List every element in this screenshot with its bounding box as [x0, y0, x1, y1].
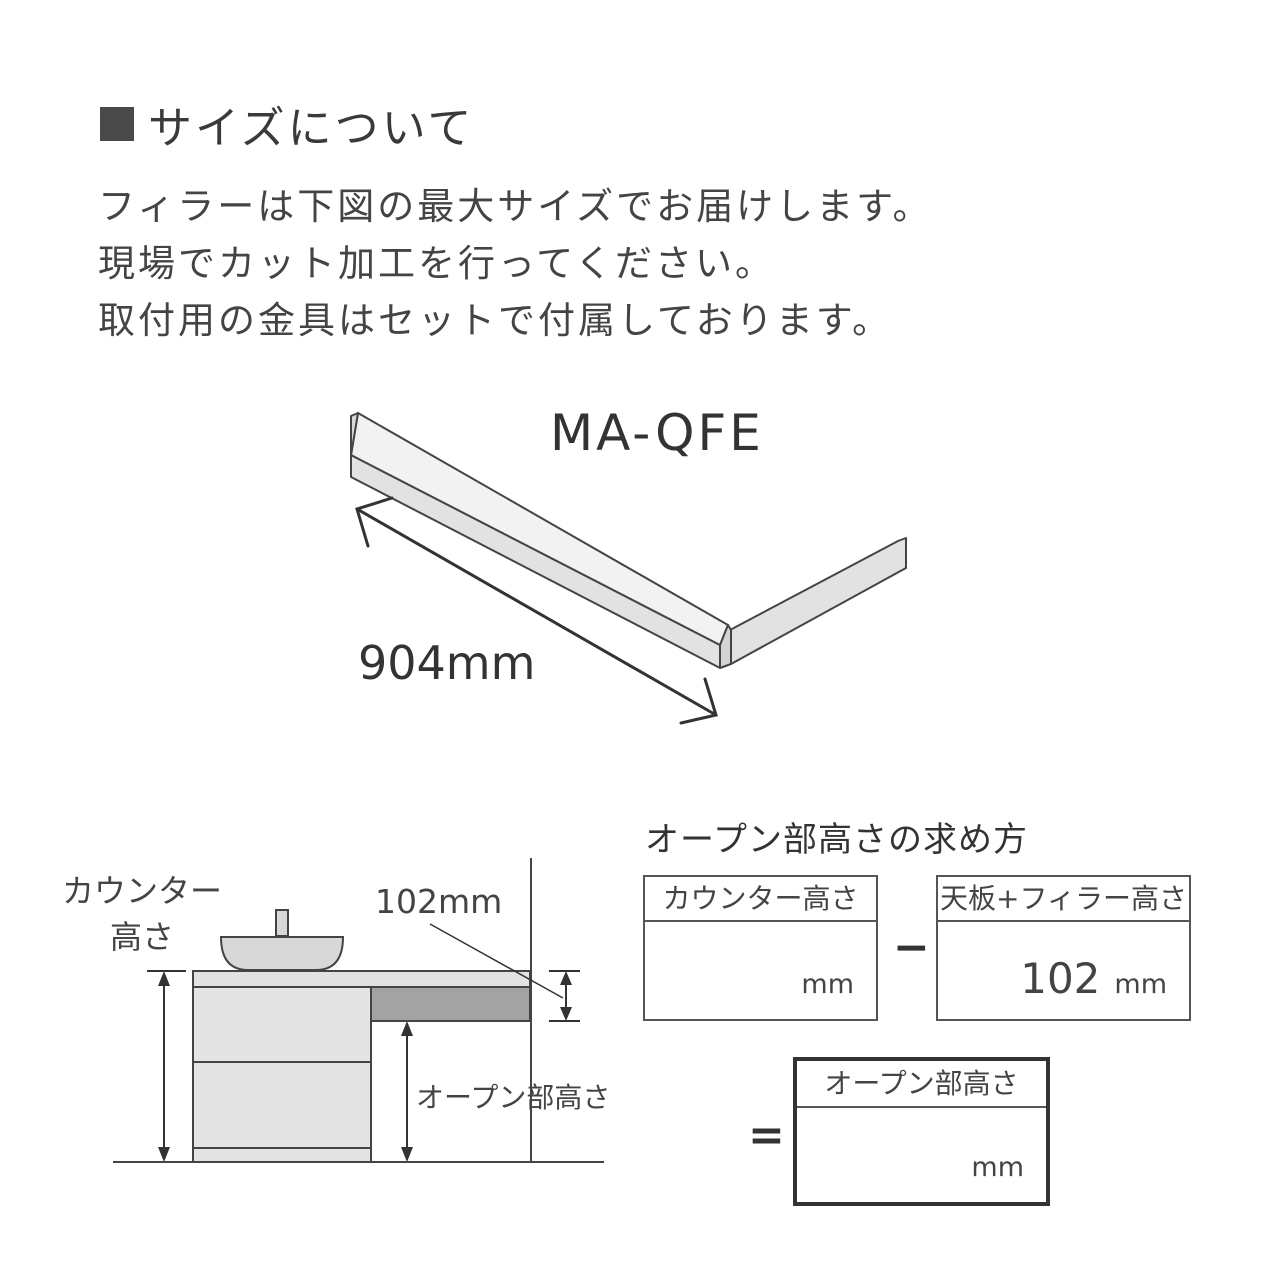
description-line-2: 現場でカット加工を行ってください。	[98, 242, 776, 285]
filler-corner-edge	[719, 624, 732, 669]
open-height-label: オープン部高さ	[416, 1081, 611, 1114]
counter-height-label-line1: カウンター	[62, 872, 223, 910]
gap-dimension-arrow	[429, 923, 580, 1022]
open-height-result-box: オープン部高さ mm	[793, 1057, 1050, 1206]
open-height-arrow	[401, 1021, 413, 1162]
filler-short-face	[729, 537, 907, 665]
counter-height-arrow	[147, 970, 186, 1162]
counter-height-box: カウンター高さ mm	[643, 875, 878, 1021]
sink-bowl	[219, 936, 345, 971]
top-filler-height-box: 天板+フィラー高さ 102 mm	[936, 875, 1191, 1021]
top-filler-height-box-header: 天板+フィラー高さ	[938, 877, 1189, 922]
filler-long-end	[350, 412, 359, 478]
cabinet-upper-drawer	[192, 986, 372, 1063]
minus-operator: −	[893, 922, 930, 973]
square-bullet-icon	[100, 107, 134, 141]
section-heading: サイズについて	[100, 92, 474, 156]
top-filler-height-box-value: 102 mm	[1020, 954, 1167, 1003]
length-label: 904mm	[358, 636, 536, 690]
gap-label: 102mm	[375, 882, 503, 921]
counter-height-label: カウンター 高さ	[62, 868, 222, 960]
calculation-title: オープン部高さの求め方	[645, 820, 1028, 860]
counter-height-box-header: カウンター高さ	[645, 877, 876, 922]
cabinet-plinth	[192, 1147, 372, 1163]
filler-panel-drawing	[350, 412, 907, 669]
description-line-1: フィラーは下図の最大サイズでお届けします。	[98, 185, 933, 228]
filler-block	[370, 986, 531, 1022]
top-filler-height-value: 102	[1020, 954, 1101, 1003]
model-number: MA-QFE	[550, 404, 764, 462]
top-filler-height-unit: mm	[1114, 969, 1167, 1000]
equals-operator: =	[748, 1110, 785, 1161]
open-height-result-unit: mm	[971, 1152, 1024, 1183]
length-dimension-arrow	[355, 496, 718, 725]
cabinet-side-view	[113, 858, 604, 1163]
faucet	[275, 909, 289, 937]
section-heading-text: サイズについて	[148, 103, 475, 154]
counter-top	[192, 970, 531, 988]
open-height-result-header: オープン部高さ	[797, 1061, 1046, 1108]
open-height-result-value: mm	[957, 1137, 1024, 1186]
counter-height-unit: mm	[801, 969, 854, 1000]
counter-height-label-line2: 高さ	[110, 918, 175, 956]
counter-height-box-value: mm	[787, 954, 854, 1003]
cabinet-lower-drawer	[192, 1061, 372, 1149]
description-line-3: 取付用の金具はセットで付属しております。	[98, 299, 893, 342]
